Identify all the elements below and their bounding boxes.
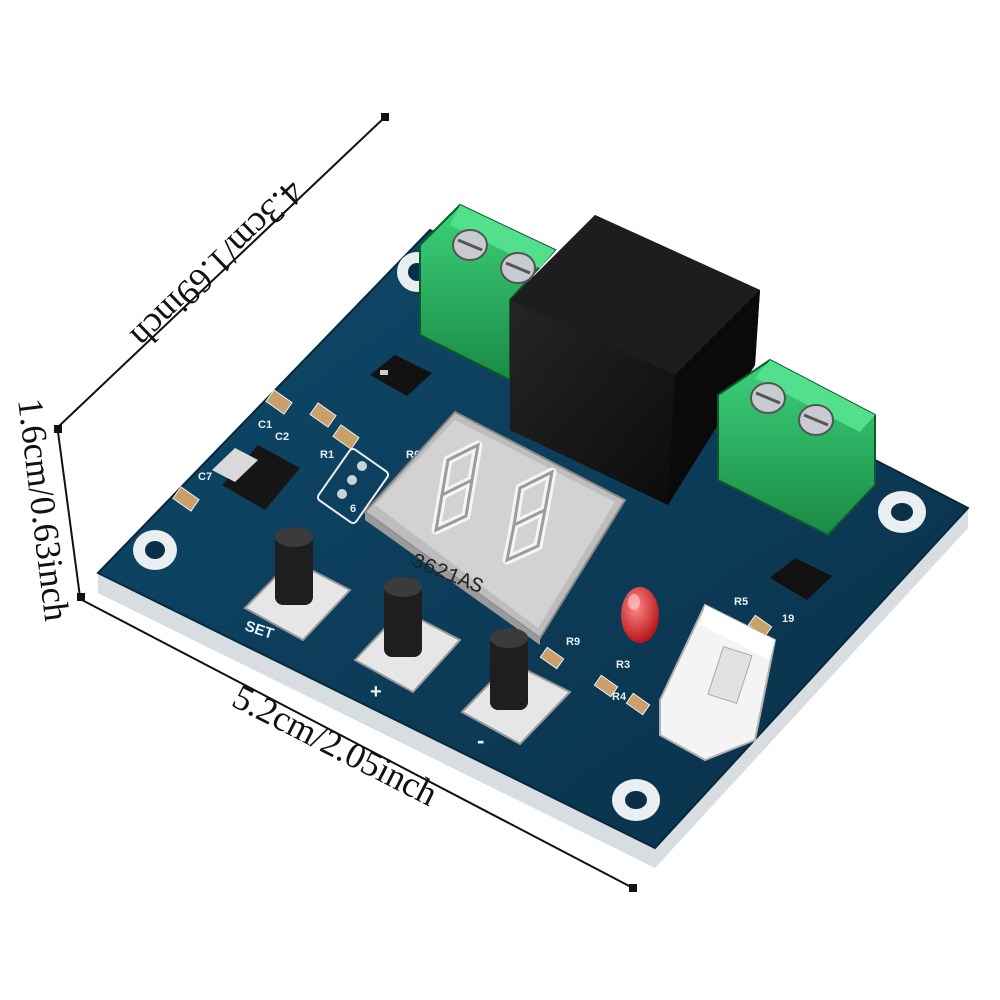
relay-icon	[510, 215, 760, 505]
dimension-lines	[57, 116, 634, 889]
mounting-hole	[133, 530, 177, 570]
silk-label-c2: C2	[275, 431, 289, 443]
led-icon	[621, 587, 659, 643]
silk-label-c7: C7	[198, 471, 212, 483]
silk-label-r4: R4	[612, 691, 627, 703]
button-minus[interactable]	[460, 628, 572, 746]
smd-transistor	[770, 558, 832, 600]
silk-label-r3: R3	[616, 659, 630, 671]
button-plus[interactable]	[353, 577, 462, 694]
mounting-hole	[878, 491, 926, 533]
screw-terminal-icon	[500, 252, 536, 284]
silk-label-r1: R1	[320, 449, 334, 461]
screw-terminal-icon	[750, 382, 786, 414]
silk-label-r9: R9	[566, 636, 580, 648]
button-minus-label: -	[477, 728, 484, 753]
button-set[interactable]	[243, 527, 352, 642]
silkscreen-components	[172, 389, 773, 716]
screw-terminal-icon	[798, 404, 834, 436]
screw-terminal-left	[419, 203, 557, 382]
mounting-hole	[612, 779, 660, 821]
button-plus-label: +	[370, 681, 382, 703]
jumper-pads	[316, 447, 390, 525]
screw-terminal-icon	[452, 229, 488, 261]
silk-label-6: 6	[350, 503, 356, 515]
seven-segment-display-icon: 3621AS	[363, 410, 627, 645]
screw-terminal-right	[717, 358, 876, 537]
voltage-regulator	[212, 445, 300, 510]
height-dimension-label: 1.6cm/0.63inch	[10, 396, 77, 623]
connector-icon	[659, 603, 777, 762]
length-dimension-label: 4.3cm/1.69inch	[123, 172, 312, 356]
dimension-end-markers	[54, 113, 637, 892]
silk-label-19: 19	[782, 613, 794, 625]
silk-label-c1: C1	[258, 419, 272, 431]
smd-diode	[370, 355, 432, 396]
silk-label-r5: R5	[734, 596, 748, 608]
